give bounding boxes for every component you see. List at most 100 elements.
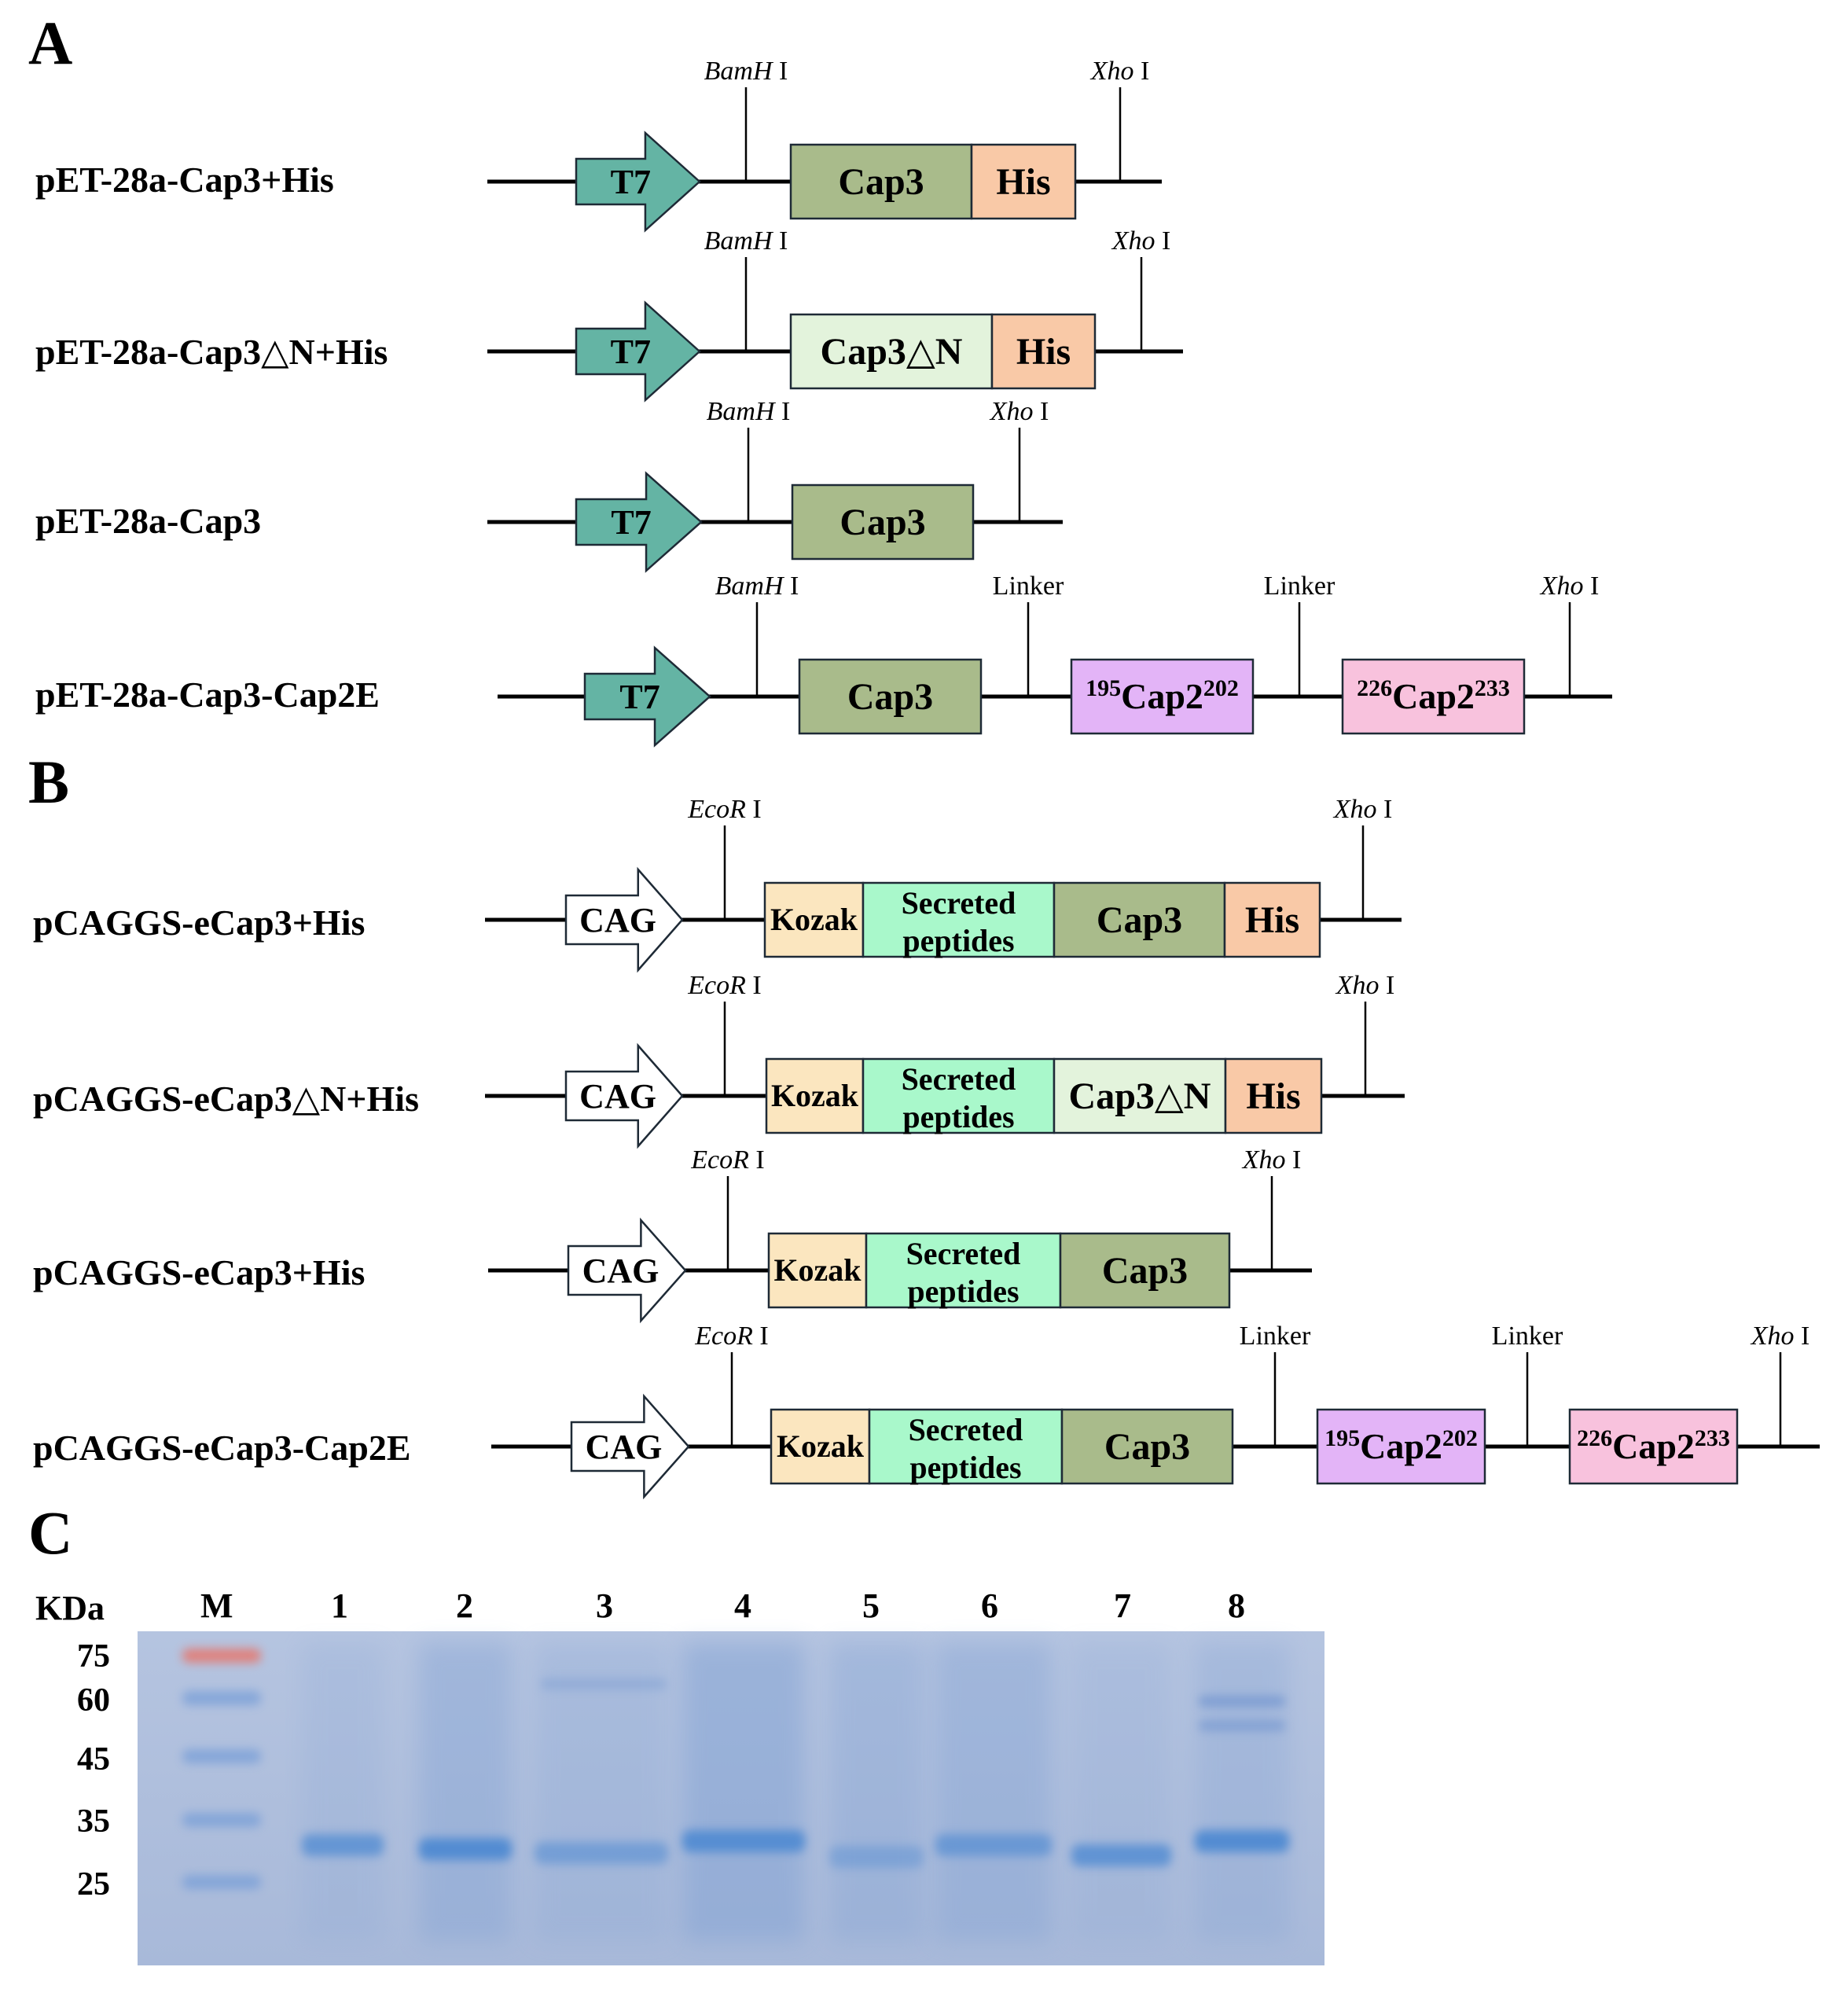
- construct-label-a2: pET-28a-Cap3△N+His: [35, 332, 388, 372]
- gene-block-label-a3-0: Cap3: [839, 502, 925, 543]
- restriction-site-label-a3-0: BamH I: [707, 397, 791, 426]
- lane-label-6: 6: [981, 1586, 998, 1625]
- cag-promoter-arrow-b1: [564, 866, 684, 973]
- restriction-site-label-a2-1: Xho I: [1111, 226, 1171, 256]
- upper-band-lane-8a: [1199, 1696, 1285, 1707]
- protein-band-lane-7: [1071, 1844, 1171, 1866]
- gene-block-his-a2-1: [990, 313, 1097, 390]
- construct-label-b4: pCAGGS-eCap3-Cap2E: [33, 1428, 411, 1468]
- gene-block-cap3-a3-0: [791, 483, 975, 561]
- construct-label-b1: pCAGGS-eCap3+His: [33, 903, 366, 943]
- lane-smear-4: [682, 1643, 805, 1942]
- t7-promoter-arrow-a2: [575, 300, 701, 403]
- gene-block-label-a1-1: His: [996, 161, 1050, 203]
- upper-band-lane-8b: [1199, 1720, 1285, 1731]
- lane-smear-2: [419, 1643, 512, 1942]
- mw-label-35: 35: [77, 1803, 110, 1840]
- restriction-site-label-b2-1: Xho I: [1335, 971, 1395, 1000]
- restriction-site-label-b3-1: Xho I: [1241, 1145, 1302, 1175]
- gene-block-kozak-b2-0: [765, 1057, 865, 1134]
- gene-block-label-b4-3: 195Cap2202: [1324, 1425, 1478, 1466]
- gene-block-cap3-b3-2: [1059, 1232, 1231, 1309]
- cag-promoter-arrow-b4: [570, 1393, 690, 1500]
- t7-promoter-arrow-a3: [575, 471, 703, 573]
- lane-label-2: 2: [456, 1586, 473, 1625]
- restriction-site-label-b2-0: EcoR I: [687, 971, 761, 1000]
- mw-label-25: 25: [77, 1866, 110, 1903]
- t7-promoter-label-a4: T7: [619, 678, 659, 716]
- lane-label-8: 8: [1228, 1586, 1245, 1625]
- lane-smear-3: [535, 1643, 668, 1942]
- gene-block-label-b2-2: Cap3△N: [1069, 1075, 1211, 1117]
- lane-label-4: 4: [734, 1586, 751, 1625]
- restriction-site-label-b3-0: EcoR I: [690, 1145, 764, 1175]
- protein-band-lane-1: [302, 1834, 384, 1856]
- gene-block-label2-b3-1: peptides: [907, 1274, 1019, 1309]
- gene-block-label-b2-1: Secreted: [902, 1061, 1016, 1097]
- lane-smear-8: [1195, 1643, 1289, 1942]
- gene-block-label2-b2-1: peptides: [902, 1099, 1014, 1134]
- mw-label-60: 60: [77, 1682, 110, 1719]
- restriction-site-label-a4-2: Linker: [1264, 572, 1335, 601]
- mw-label-45: 45: [77, 1741, 110, 1778]
- lane-smear-5: [829, 1643, 924, 1942]
- panel-label-b: B: [28, 748, 70, 816]
- protein-band-lane-8: [1195, 1830, 1289, 1852]
- restriction-site-label-a1-0: BamH I: [704, 57, 788, 86]
- panel-label-a: A: [28, 9, 73, 77]
- gene-block-cap3-a4-0: [798, 658, 983, 735]
- construct-label-a4: pET-28a-Cap3-Cap2E: [35, 675, 380, 715]
- lane-label-3: 3: [596, 1586, 613, 1625]
- gene-block-label-b1-2: Cap3: [1097, 899, 1182, 941]
- gene-block-kozak-b3-0: [767, 1232, 868, 1309]
- construct-label-b2: pCAGGS-eCap3△N+His: [33, 1079, 419, 1119]
- gene-block-cap3dn-b2-2: [1053, 1057, 1227, 1134]
- lane-smear-6: [935, 1643, 1052, 1942]
- restriction-site-label-a4-1: Linker: [993, 572, 1064, 601]
- t7-promoter-label-a2: T7: [611, 333, 651, 371]
- restriction-site-label-a1-1: Xho I: [1089, 57, 1150, 86]
- t7-promoter-arrow-a4: [583, 645, 711, 748]
- lane-label-m: M: [200, 1586, 233, 1625]
- gene-block-label-b4-1: Secreted: [909, 1412, 1023, 1447]
- cag-promoter-arrow-b2: [564, 1042, 684, 1149]
- gene-block-cap2_226-a4-2: [1341, 658, 1526, 735]
- gene-block-label-b4-2: Cap3: [1104, 1426, 1190, 1468]
- gene-block-cap2_195-b4-3: [1316, 1408, 1486, 1485]
- gene-block-his-b1-3: [1223, 881, 1321, 958]
- restriction-site-label-b1-0: EcoR I: [687, 795, 761, 824]
- gene-block-label2-b4-1: peptides: [909, 1450, 1021, 1485]
- restriction-site-label-a4-0: BamH I: [715, 572, 799, 601]
- gene-block-label-b1-1: Secreted: [902, 885, 1016, 921]
- marker-band-35: [182, 1813, 261, 1827]
- gene-block-cap2_195-a4-1: [1070, 658, 1255, 735]
- t7-promoter-label-a3: T7: [611, 503, 651, 542]
- gene-block-kozak-b4-0: [770, 1408, 871, 1485]
- lane-label-1: 1: [331, 1586, 348, 1625]
- protein-band-lane-3: [535, 1842, 668, 1864]
- gene-block-label-b3-0: Kozak: [773, 1252, 862, 1288]
- gene-block-label-a4-2: 226Cap2233: [1357, 675, 1510, 716]
- gene-block-cap3-b4-2: [1060, 1408, 1234, 1485]
- cag-promoter-label-b3: CAG: [582, 1252, 659, 1290]
- marker-band-60: [182, 1691, 261, 1705]
- lane-label-7: 7: [1114, 1586, 1131, 1625]
- t7-promoter-label-a1: T7: [611, 163, 651, 201]
- restriction-site-label-b4-0: EcoR I: [694, 1322, 768, 1351]
- gene-block-label-b1-0: Kozak: [770, 902, 858, 937]
- gene-block-cap3-b1-2: [1053, 881, 1226, 958]
- gene-block-cap3dn-a2-0: [789, 313, 994, 390]
- protein-band-lane-4: [682, 1830, 805, 1852]
- gene-block-label-a2-0: Cap3△N: [821, 331, 963, 373]
- cag-promoter-label-b4: CAG: [586, 1428, 663, 1466]
- marker-band-45: [182, 1749, 261, 1763]
- restriction-site-label-b4-2: Linker: [1492, 1322, 1563, 1351]
- upper-band-lane-3: [541, 1678, 667, 1689]
- kda-axis-label: KDa: [35, 1589, 105, 1627]
- cag-promoter-label-b1: CAG: [579, 901, 656, 939]
- gene-block-label-a2-1: His: [1016, 331, 1071, 373]
- restriction-site-label-b4-1: Linker: [1240, 1322, 1311, 1351]
- gene-block-label-b1-3: His: [1245, 899, 1299, 941]
- gene-block-label-b2-0: Kozak: [771, 1078, 859, 1113]
